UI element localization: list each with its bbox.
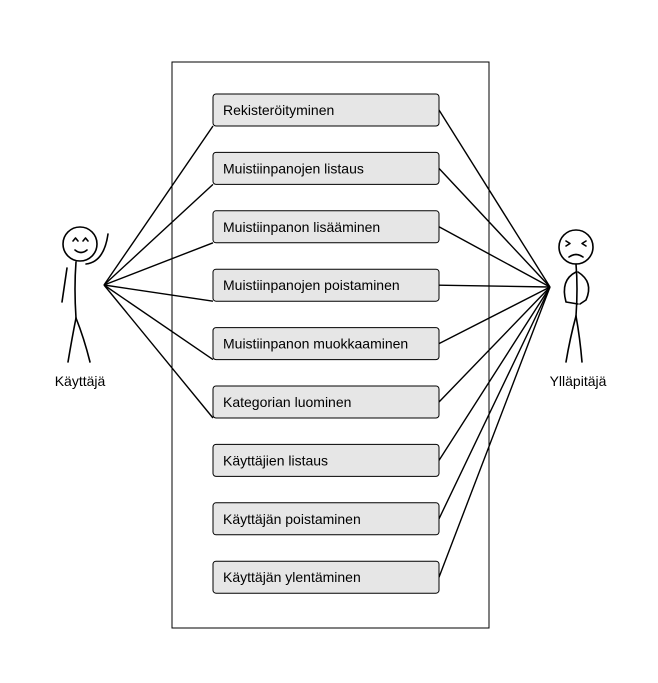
use-case-label: Käyttäjän poistaminen — [223, 511, 361, 527]
use-case-box[interactable] — [212, 560, 440, 594]
actor-left[interactable]: Käyttäjä — [55, 226, 109, 389]
use-case-label: Käyttäjän ylentäminen — [223, 569, 361, 585]
actor-right[interactable]: Ylläpitäjä — [550, 229, 607, 389]
association-line-right — [438, 286, 551, 403]
use-case-box[interactable] — [212, 502, 440, 536]
association-line-left — [103, 125, 214, 286]
association-line-left — [103, 284, 214, 419]
use-case-7[interactable]: Käyttäjien listaus — [212, 443, 440, 477]
actor-left-label: Käyttäjä — [55, 373, 106, 389]
association-line-right — [438, 286, 551, 520]
use-case-label: Rekisteröityminen — [223, 102, 334, 118]
use-case-8[interactable]: Käyttäjän poistaminen — [212, 502, 440, 536]
use-case-box[interactable] — [212, 327, 440, 361]
use-case-box[interactable] — [212, 385, 440, 419]
use-case-4[interactable]: Muistiinpanojen poistaminen — [212, 268, 440, 302]
association-line-left — [103, 242, 214, 286]
use-case-box[interactable] — [212, 151, 440, 185]
happy-stick-figure-icon — [61, 226, 109, 363]
angry-stick-figure-icon — [558, 229, 594, 363]
actor-right-label: Ylläpitäjä — [550, 373, 607, 389]
use-case-2[interactable]: Muistiinpanojen listaus — [212, 151, 440, 185]
association-line-right — [438, 226, 551, 288]
association-line-right — [438, 286, 551, 578]
use-case-9[interactable]: Käyttäjän ylentäminen — [212, 560, 440, 594]
use-case-label: Kategorian luominen — [223, 394, 351, 410]
use-case-6[interactable]: Kategorian luominen — [212, 385, 440, 419]
association-line-right — [438, 286, 551, 461]
use-case-label: Muistiinpanon lisääminen — [223, 219, 380, 235]
association-line-left — [103, 183, 214, 286]
use-case-1[interactable]: Rekisteröityminen — [212, 93, 440, 127]
association-line-right — [438, 286, 551, 345]
association-line-right — [438, 109, 551, 288]
use-case-label: Muistiinpanon muokkaaminen — [223, 336, 408, 352]
use-case-5[interactable]: Muistiinpanon muokkaaminen — [212, 327, 440, 361]
use-case-label: Muistiinpanojen poistaminen — [223, 277, 400, 293]
association-lines — [103, 109, 551, 578]
association-line-right — [438, 167, 551, 288]
use-case-label: Muistiinpanojen listaus — [223, 160, 364, 176]
association-line-left — [103, 284, 214, 302]
use-case-box[interactable] — [212, 93, 440, 127]
use-case-box[interactable] — [212, 268, 440, 302]
use-case-3[interactable]: Muistiinpanon lisääminen — [212, 210, 440, 244]
use-case-label: Käyttäjien listaus — [223, 452, 328, 468]
use-case-box[interactable] — [212, 210, 440, 244]
association-line-left — [103, 284, 214, 361]
use-case-box[interactable] — [212, 443, 440, 477]
association-line-right — [438, 284, 551, 288]
